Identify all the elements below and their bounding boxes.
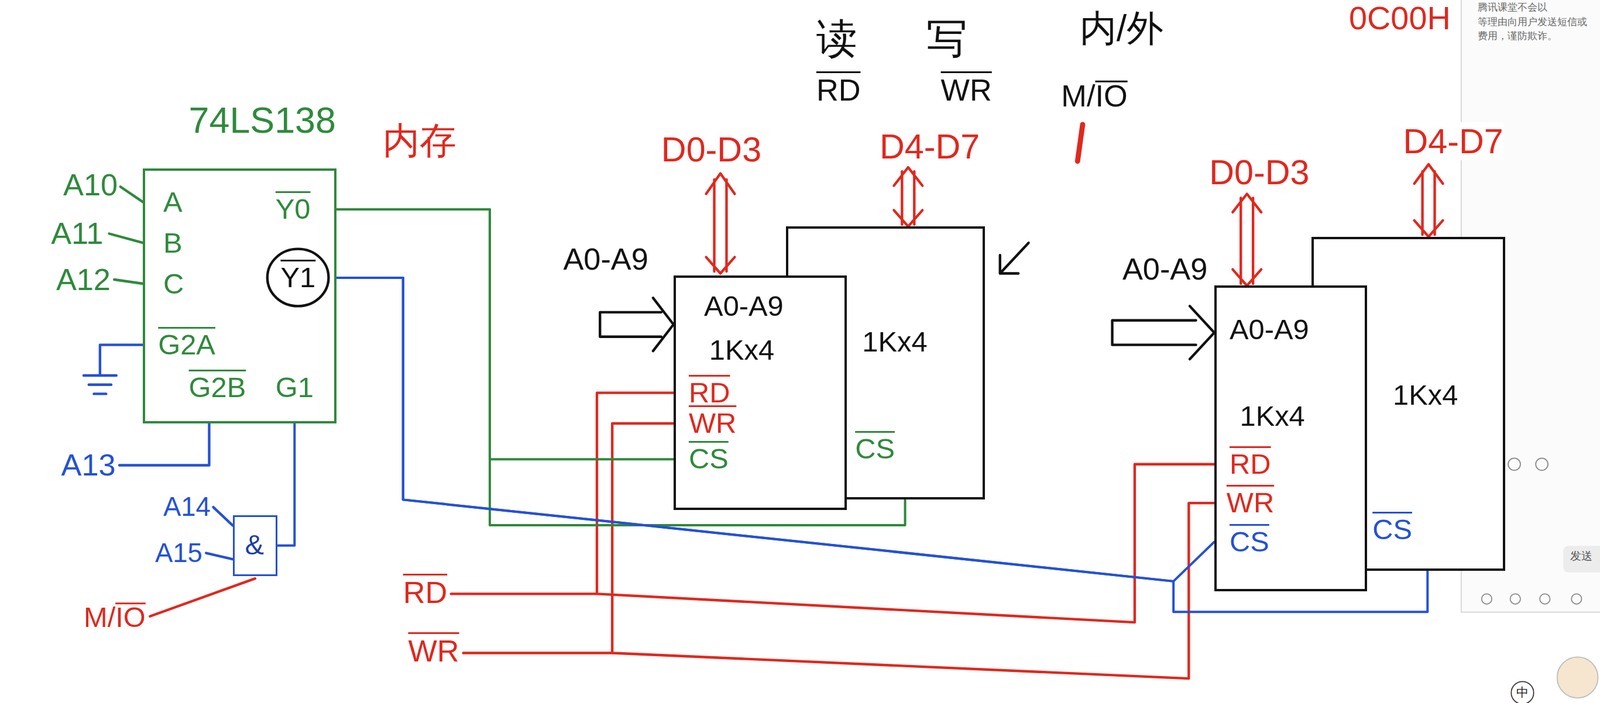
data-bus-arrow: [1232, 193, 1262, 286]
chip-label: CS: [855, 433, 895, 466]
chip-label: CS: [1229, 526, 1270, 559]
pointer-arrow: [1000, 242, 1029, 274]
address-bus-arrow: [1112, 306, 1215, 360]
pin-label: A: [163, 186, 183, 219]
pin-label: Y0: [275, 193, 311, 226]
chip-label: CS: [1372, 514, 1413, 547]
signal-name: A15: [155, 538, 203, 569]
memory-chip: A0-A9 1Kx4RDWRCS: [673, 275, 847, 511]
chip-label: RD: [688, 377, 731, 410]
panel-icon: [1508, 458, 1521, 471]
notice-text: 费用，谨防欺诈。: [1477, 30, 1558, 42]
signal-name: M/IO: [1061, 79, 1128, 114]
chip-label: 1Kx4: [709, 334, 775, 367]
signal-name: A14: [163, 492, 211, 523]
bus-name: A0-A9: [562, 242, 648, 277]
panel-border: [1461, 612, 1600, 614]
address-wire: [109, 234, 144, 244]
bus-name: D0-D3: [661, 130, 762, 169]
note: 读: [816, 16, 858, 62]
chip-label: &: [244, 529, 264, 562]
chip-label: WR: [688, 407, 737, 440]
pin-label: Y1: [280, 262, 316, 294]
chip-label: WR: [1226, 487, 1275, 520]
address-note: 0C00H: [1348, 0, 1451, 36]
ime-indicator: 中: [1516, 685, 1529, 700]
chip-name: 74LS138: [189, 100, 336, 141]
panel-icon: [1510, 594, 1521, 604]
pin-label: G1: [275, 372, 314, 404]
button-text: 发送: [1570, 550, 1593, 563]
chip-label: 1Kx4: [1392, 379, 1458, 412]
signal-name: A12: [56, 263, 111, 298]
data-bus-arrow: [706, 173, 736, 274]
address-bus-arrow: [599, 297, 674, 352]
select-wire: [336, 209, 674, 460]
signal-name: RD: [816, 73, 861, 108]
signal-name: M/IO: [83, 602, 146, 634]
address-wire: [119, 423, 209, 466]
signal-name: WR: [941, 73, 992, 108]
memory-chip: A0-A9 1Kx4RD WR CS: [1214, 285, 1368, 592]
address-wire: [114, 279, 143, 284]
chip-label: CS: [688, 443, 729, 476]
panel-icon: [1535, 458, 1548, 471]
bus-name: D4-D7: [879, 127, 980, 166]
chip-label: 1Kx4: [1239, 400, 1305, 433]
note: 内/外: [1079, 8, 1164, 49]
control-wire: [149, 578, 256, 617]
data-bus-arrow: [1414, 164, 1444, 238]
panel-icon: [1539, 594, 1550, 604]
notice-text: 腾讯课堂不会以: [1477, 1, 1548, 13]
select-wire: [277, 423, 295, 547]
panel-icon: [1481, 594, 1492, 604]
signal-name: RD: [403, 576, 448, 611]
signal-name: A10: [63, 168, 118, 203]
panel-icon: [1571, 594, 1582, 604]
bus-name: A0-A9: [1122, 252, 1208, 287]
send-button: [1563, 546, 1600, 573]
note: 写: [926, 16, 968, 62]
address-wire: [213, 507, 233, 526]
chip-label: A0-A9: [1229, 314, 1310, 346]
signal-name: A11: [50, 217, 103, 252]
ime-badge: [1511, 681, 1534, 703]
pin-label: C: [163, 268, 184, 301]
address-wire: [205, 553, 233, 560]
chip-label: RD: [1229, 448, 1272, 481]
highlight-circle: [267, 249, 329, 307]
select-wire: [336, 277, 1428, 613]
cat-avatar: [1557, 657, 1599, 699]
pin-label: G2A: [158, 329, 216, 362]
bus-name: D0-D3: [1209, 153, 1310, 192]
decoder-chip: ABC G2A G2B Y0Y1G1: [142, 168, 337, 424]
pin-label: B: [163, 227, 183, 260]
notice-text: 等理由向用户发送短信或: [1477, 16, 1588, 28]
signal-name: WR: [407, 634, 459, 669]
and-gate: &: [232, 515, 278, 578]
pin-label: G2B: [189, 372, 247, 404]
pen-mark: [1077, 124, 1083, 162]
bus-name: D4-D7: [1402, 122, 1503, 161]
chip-label: A0-A9: [704, 290, 784, 323]
address-wire: [120, 186, 143, 202]
signal-name: A13: [61, 448, 116, 483]
ground-symbol: [83, 345, 143, 395]
note: 内存: [382, 120, 457, 161]
data-bus-arrow: [893, 167, 923, 227]
chip-label: 1Kx4: [862, 326, 927, 359]
